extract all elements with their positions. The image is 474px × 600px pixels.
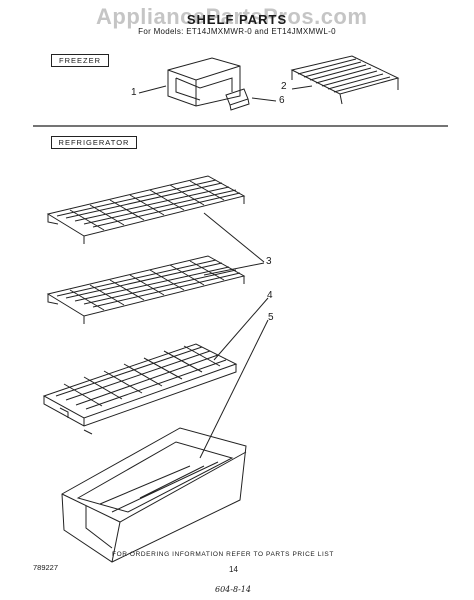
- freezer-section-label: FREEZER: [51, 54, 109, 67]
- handwritten-note: 604-8-14: [215, 585, 251, 594]
- ordering-info-note: FOR ORDERING INFORMATION REFER TO PARTS …: [112, 551, 334, 558]
- leader-line-2: [291, 85, 313, 90]
- refrigerator-shelf-lower: [46, 255, 246, 324]
- document-number: 789227: [33, 563, 59, 572]
- leader-line-3b: [203, 262, 265, 276]
- leader-line-3a: [203, 212, 265, 263]
- leader-line-4: [213, 297, 269, 361]
- callout-6: 6: [279, 95, 285, 106]
- shelf-clip-part: [225, 88, 250, 111]
- callout-3: 3: [266, 256, 272, 267]
- leader-line-5: [199, 319, 269, 459]
- refrigerator-shelf-upper: [46, 175, 246, 244]
- refrigerator-section-label: REFRIGERATOR: [51, 136, 137, 149]
- page-title: SHELF PARTS: [186, 12, 288, 27]
- callout-1: 1: [131, 87, 137, 98]
- freezer-wire-shelf-part: [290, 55, 400, 105]
- leader-line-1: [138, 85, 167, 94]
- crisper-cover-part: [42, 343, 238, 435]
- callout-4: 4: [267, 290, 273, 301]
- callout-2: 2: [281, 81, 287, 92]
- watermark: AppliancePartsPros.com: [96, 4, 368, 29]
- callout-5: 5: [268, 312, 274, 323]
- model-subtitle: For Models: ET14JMXMWR-0 and ET14JMXMWL-…: [138, 27, 336, 36]
- crisper-pan-part: [61, 427, 247, 563]
- freezer-bin-part: [167, 57, 241, 107]
- leader-line-6: [251, 97, 277, 102]
- page-number: 14: [229, 565, 238, 574]
